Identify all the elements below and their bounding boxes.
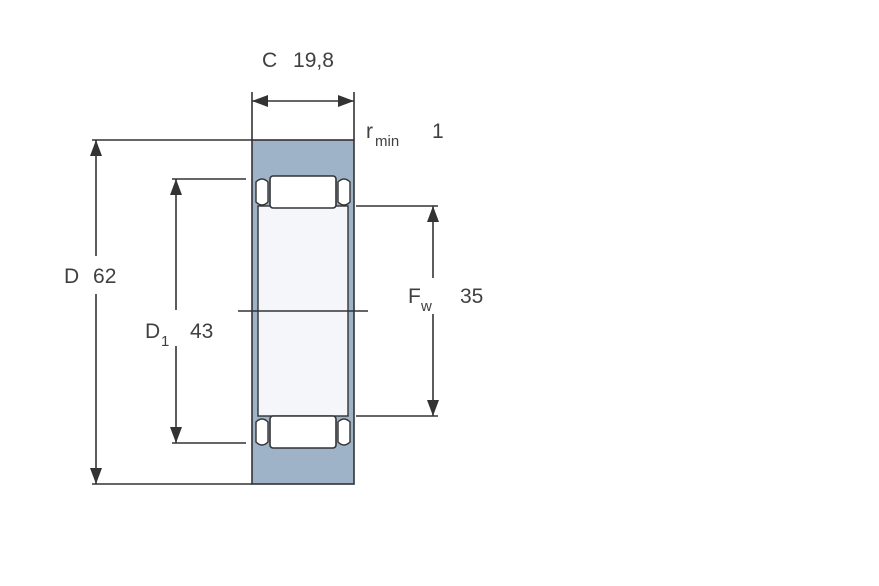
top-right-cage-icon	[337, 178, 351, 206]
outer-diameter-value: 62	[93, 265, 116, 288]
chamfer-symbol: r	[366, 120, 373, 143]
shoulder-diameter-arrow-top	[170, 179, 182, 195]
outer-diameter-dimension: D 62	[64, 139, 252, 485]
bottom-right-cage-icon	[337, 418, 351, 446]
raceway-diameter-arrow-bottom	[427, 400, 439, 416]
outer-diameter-label: D 62	[64, 265, 116, 288]
chamfer-label: r min 1	[366, 120, 444, 150]
width-arrow-right	[338, 95, 354, 107]
chamfer-value: 1	[432, 120, 444, 143]
raceway-diameter-symbol: F	[408, 285, 421, 308]
outer-diameter-arrow-bottom	[90, 468, 102, 484]
svg-text:F: F	[408, 285, 421, 308]
raceway-diameter-value: 35	[460, 285, 483, 308]
width-dimension: C 19,8	[251, 49, 355, 140]
bearing-section	[238, 139, 368, 485]
shoulder-diameter-dimension: D 1 43	[145, 178, 246, 444]
outer-diameter-symbol: D	[64, 265, 79, 288]
width-value: 19,8	[293, 49, 334, 72]
bottom-left-cage-icon	[255, 418, 269, 446]
bottom-roller	[269, 415, 337, 449]
chamfer-subscript: min	[375, 133, 399, 150]
top-roller-assembly	[255, 175, 351, 209]
shoulder-diameter-value: 43	[190, 320, 213, 343]
shoulder-diameter-arrow-bottom	[170, 427, 182, 443]
svg-text:D: D	[145, 320, 160, 343]
bottom-roller-assembly	[255, 415, 351, 449]
svg-text:r: r	[366, 120, 373, 143]
top-roller	[269, 175, 337, 209]
top-left-cage-icon	[255, 178, 269, 206]
raceway-diameter-subscript: w	[420, 298, 432, 315]
width-label: C 19,8	[262, 49, 334, 72]
raceway-diameter-arrow-top	[427, 206, 439, 222]
outer-diameter-arrow-top	[90, 140, 102, 156]
width-arrow-left	[252, 95, 268, 107]
shoulder-diameter-subscript: 1	[161, 333, 169, 350]
width-symbol: C	[262, 49, 277, 72]
shoulder-diameter-symbol: D	[145, 320, 160, 343]
raceway-diameter-dimension: F w 35	[356, 205, 483, 417]
